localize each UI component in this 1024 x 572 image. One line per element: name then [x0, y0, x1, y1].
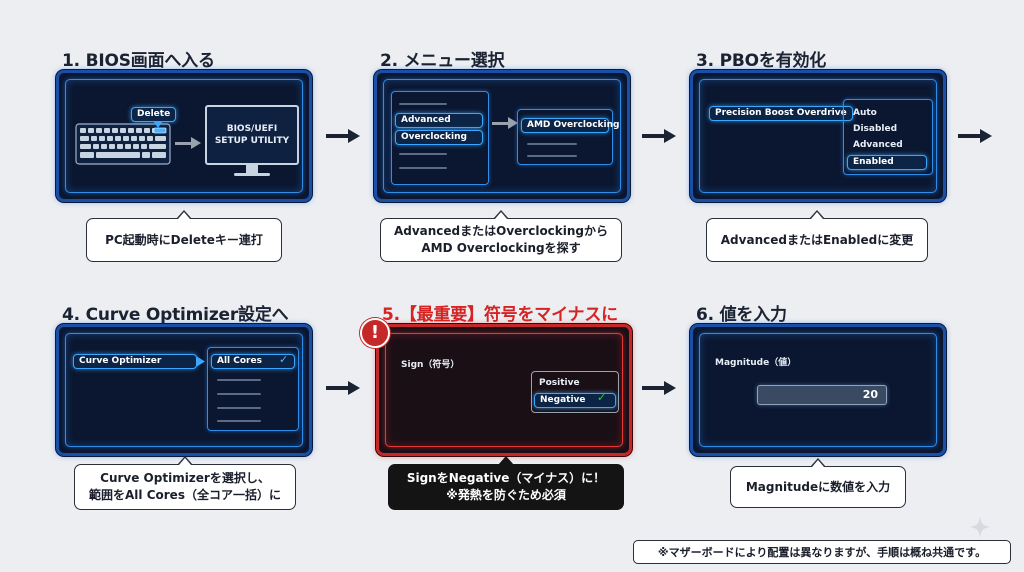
callout-text: AMD Overclockingを探す: [421, 241, 581, 255]
arrow-keyboard-to-monitor: [175, 137, 201, 151]
callout-text: Magnitudeに数値を入力: [745, 479, 891, 494]
pointer-arrow-icon: [196, 356, 205, 367]
monitor-stand: [246, 165, 258, 173]
submenu-line: [527, 143, 577, 145]
monitor-text-1: BIOS/UEFI: [226, 124, 278, 134]
step-4-title: 4. Curve Optimizer設定へ: [62, 305, 289, 325]
monitor-icon: BIOS/UEFI SETUP UTILITY: [205, 105, 299, 165]
warning-alert-icon: !: [360, 318, 390, 348]
setting-curve-optimizer: Curve Optimizer: [73, 354, 197, 369]
main-menu-panel: [391, 91, 489, 185]
step-6-callout: Magnitudeに数値を入力: [730, 458, 906, 508]
monitor-base: [234, 173, 270, 176]
callout-text: AdvancedまたはEnabledに変更: [720, 232, 914, 247]
delete-key-label: Delete: [131, 107, 177, 122]
magnitude-input: 20: [757, 385, 887, 405]
step-1-callout: PC起動時にDeleteキー連打: [86, 210, 282, 262]
pbo-options-panel: [843, 99, 933, 175]
arrow-step2-to-step3: [642, 129, 676, 143]
check-icon: ✓: [279, 353, 289, 366]
step-3-title: 3. PBOを有効化: [696, 51, 827, 71]
option-disabled: Disabled: [853, 124, 898, 134]
sign-options-panel: [531, 371, 619, 413]
step-2-title: 2. メニュー選択: [380, 51, 505, 71]
menu-item-overclocking: Overclocking: [395, 130, 483, 145]
cores-line: [217, 407, 261, 409]
monitor-text-2: SETUP UTILITY: [214, 136, 290, 146]
cores-line: [217, 393, 261, 395]
arrow-step4-to-step5: [326, 381, 360, 395]
arrow-step1-to-step2: [326, 129, 360, 143]
menu-item-advanced: Advanced: [395, 113, 483, 128]
option-negative-selected: Negative: [534, 393, 616, 408]
step-3-callout: AdvancedまたはEnabledに変更: [706, 210, 928, 262]
menu-line: [399, 167, 447, 169]
sign-label: Sign（符号）: [401, 360, 460, 370]
step-4-callout: Curve Optimizerを選択し、 範囲をAll Cores（全コア一括）…: [74, 456, 296, 510]
step-2-callout: AdvancedまたはOverclockingから AMD Overclocki…: [380, 210, 622, 262]
cores-line: [217, 379, 261, 381]
step-1-title: 1. BIOS画面へ入る: [62, 51, 215, 71]
option-all-cores: All Cores: [211, 354, 295, 369]
cores-options-panel: [207, 347, 299, 431]
arrow-step5-to-step6: [642, 381, 676, 395]
delete-pointer-icon: [153, 121, 163, 128]
arrow-step3-next: [958, 129, 992, 143]
step-4-screen: Curve Optimizer All Cores ✓: [56, 324, 312, 456]
submenu-line: [527, 155, 577, 157]
callout-text: Curve Optimizerを選択し、: [100, 471, 270, 485]
callout-text: SignをNegative（マイナス）に！: [406, 471, 606, 485]
sparkle-icon: [969, 516, 991, 538]
callout-text: PC起動時にDeleteキー連打: [105, 232, 263, 247]
step-6-title: 6. 値を入力: [696, 305, 787, 325]
check-icon: ✓: [597, 391, 607, 404]
step-6-screen: Magnitude（値） 20: [690, 324, 946, 456]
step-5-callout: SignをNegative（マイナス）に！ ※発熱を防ぐため必須: [388, 456, 624, 510]
callout-text: 範囲をAll Cores（全コア一括）に: [89, 488, 281, 502]
setting-pbo: Precision Boost Overdrive: [709, 106, 853, 121]
option-positive: Positive: [539, 378, 580, 388]
step-2-screen: Advanced Overclocking AMD Overclocking: [374, 70, 630, 202]
option-auto: Auto: [853, 108, 877, 118]
step-5-title: 5.【最重要】符号をマイナスに: [382, 305, 618, 325]
keyboard-icon: [75, 123, 171, 165]
option-advanced: Advanced: [853, 140, 903, 150]
cores-line: [217, 420, 261, 422]
menu-line: [399, 103, 447, 105]
step-5-screen: Sign（符号） Positive Negative ✓: [376, 324, 632, 456]
arrow-menu-to-submenu: [492, 117, 518, 131]
callout-text: AdvancedまたはOverclockingから: [393, 224, 609, 238]
magnitude-label: Magnitude（値）: [715, 358, 797, 368]
submenu-panel: [517, 109, 613, 165]
callout-text: ※発熱を防ぐため必須: [446, 488, 566, 502]
step-1-screen: Delete BIOS/UEFI SETUP UTILITY: [56, 70, 312, 202]
submenu-item-amd-overclocking: AMD Overclocking: [521, 118, 619, 133]
option-enabled-selected: Enabled: [847, 155, 927, 170]
footer-note: ※マザーボードにより配置は異なりますが、手順は概ね共通です。: [633, 540, 1011, 564]
step-3-screen: Precision Boost Overdrive Auto Disabled …: [690, 70, 946, 202]
menu-line: [399, 153, 447, 155]
